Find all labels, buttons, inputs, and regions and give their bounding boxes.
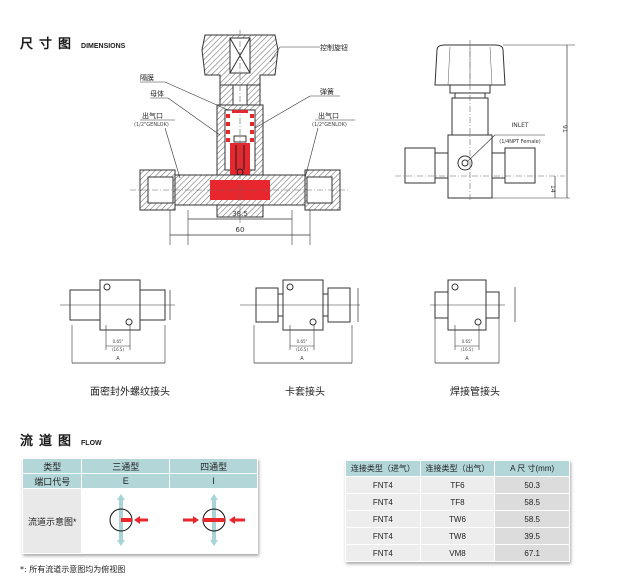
fitting-caption-compression: 卡套接头 <box>285 387 325 398</box>
flow-port-code-e: E <box>81 473 171 489</box>
conn-a-dim: 39.5 <box>494 527 570 545</box>
fitting-caption-weld: 焊接管接头 <box>450 387 500 398</box>
connection-table: 连接类型（进气） 连接类型（出气） A 尺 寸(mm) FNT4 TF6 50.… <box>345 460 570 562</box>
conn-inlet: FNT4 <box>345 544 421 562</box>
conn-outlet: VM8 <box>419 544 496 562</box>
fitting-caption-face-seal: 面密封外螺纹接头 <box>90 387 170 398</box>
label-outlet-left-spec: (1/2"GENLOK) <box>134 122 169 128</box>
flow-table: 类型 三通型 四通型 端口代号 E I 流道示意图* <box>21 458 258 554</box>
dimensions-title-en: DIMENSIONS <box>81 43 126 50</box>
conn-header-inlet: 连接类型（进气） <box>345 460 421 477</box>
flow-header-type: 类型 <box>21 458 83 474</box>
flow-path-vertical <box>230 143 250 178</box>
fitting-dim-a: A <box>465 356 469 362</box>
fitting-dim-h2: (16.5) <box>461 347 473 352</box>
flow-header-four-way: 四通型 <box>169 458 258 474</box>
label-outlet-right-spec: (1/2"GENLOK) <box>312 122 347 128</box>
table-row: FNT4 VM8 67.1 <box>345 544 570 562</box>
dim-center-value: 14 <box>549 185 556 193</box>
conn-outlet: TW6 <box>419 510 496 528</box>
flow-table-port-row: 端口代号 E I <box>21 473 258 489</box>
dim-inner-value: 38.5 <box>232 210 248 218</box>
conn-a-dim: 58.5 <box>494 510 570 528</box>
fitting-dim-h1: 0.65" <box>297 339 308 344</box>
label-spring: 弹簧 <box>320 87 334 96</box>
flow-port-code-i: I <box>169 473 258 489</box>
label-diaphragm: 隔膜 <box>140 73 154 82</box>
dim-overall-value: 60 <box>236 226 245 234</box>
label-outlet-left: 出气口 <box>142 111 163 120</box>
inlet-label: INLET <box>511 122 528 129</box>
conn-outlet: TF8 <box>419 493 496 511</box>
conn-outlet: TW8 <box>419 527 496 545</box>
conn-inlet: FNT4 <box>345 476 421 494</box>
conn-a-dim: 67.1 <box>494 544 570 562</box>
conn-header-outlet: 连接类型（出气） <box>419 460 496 477</box>
flow-note: *: 所有流道示意图均为俯视图 <box>20 565 126 574</box>
conn-inlet: FNT4 <box>345 493 421 511</box>
fitting-drawing-weld: 0.65" (16.5) A <box>430 279 516 364</box>
conn-a-dim: 58.5 <box>494 493 570 511</box>
inlet-spec: (1/4NPT Female) <box>499 139 540 145</box>
fitting-drawing-compression: 0.65" (16.5) A <box>240 279 360 364</box>
table-row: FNT4 TW6 58.5 <box>345 510 570 528</box>
dimensions-title: 尺寸图 DIMENSIONS <box>20 33 125 52</box>
valve-side-view: 91 14 INLET (1/4NPT Female) <box>395 40 575 200</box>
fitting-drawing-face-seal: 0.65" (16.5) A <box>60 279 175 364</box>
conn-header-a-dim: A 尺 寸(mm) <box>494 460 570 477</box>
fitting-dim-h2: (16.5) <box>112 347 124 352</box>
conn-inlet: FNT4 <box>345 527 421 545</box>
conn-outlet: TF6 <box>419 476 496 494</box>
label-outlet-right: 出气口 <box>318 111 339 120</box>
table-row: FNT4 TF6 50.3 <box>345 476 570 494</box>
side-left-fitting <box>404 147 436 184</box>
conn-a-dim: 50.3 <box>494 476 570 494</box>
flow-title-en: FLOW <box>81 440 102 447</box>
flow-table-header-row: 类型 三通型 四通型 <box>21 458 258 474</box>
connection-table-header-row: 连接类型（进气） 连接类型（出气） A 尺 寸(mm) <box>345 460 570 477</box>
flow-table-diagram-row: 流道示意图* <box>21 488 258 554</box>
flow-diagram-four-way <box>169 488 258 554</box>
fitting-dim-h2: (16.5) <box>296 347 308 352</box>
label-body: 母体 <box>150 89 164 98</box>
dimensions-title-cn: 尺寸图 <box>20 37 78 52</box>
flow-header-three-way: 三通型 <box>81 458 171 474</box>
four-way-flow-icon <box>182 494 245 546</box>
flow-title-cn: 流道图 <box>20 434 78 449</box>
table-row: FNT4 TW8 39.5 <box>345 527 570 545</box>
flow-diagram-label: 流道示意图* <box>21 488 83 554</box>
dim-height-value: 91 <box>561 125 568 133</box>
side-right-fitting <box>504 147 536 184</box>
flow-port-code-label: 端口代号 <box>21 473 83 489</box>
flow-title: 流道图 FLOW <box>20 430 102 449</box>
fitting-dim-a: A <box>116 356 120 362</box>
valve-section-drawing: 38.5 60 控制旋钮 隔膜 母体 弹簧 出气口 (1/2"GENLOK) 出… <box>130 30 355 245</box>
flow-diagram-three-way <box>81 488 171 554</box>
three-way-flow-icon <box>109 494 148 546</box>
label-knob: 控制旋钮 <box>320 43 348 52</box>
conn-inlet: FNT4 <box>345 510 421 528</box>
table-row: FNT4 TF8 58.5 <box>345 493 570 511</box>
fitting-dim-h1: 0.65" <box>113 339 124 344</box>
fitting-dim-h1: 0.65" <box>462 339 473 344</box>
fitting-dim-a: A <box>300 356 304 362</box>
